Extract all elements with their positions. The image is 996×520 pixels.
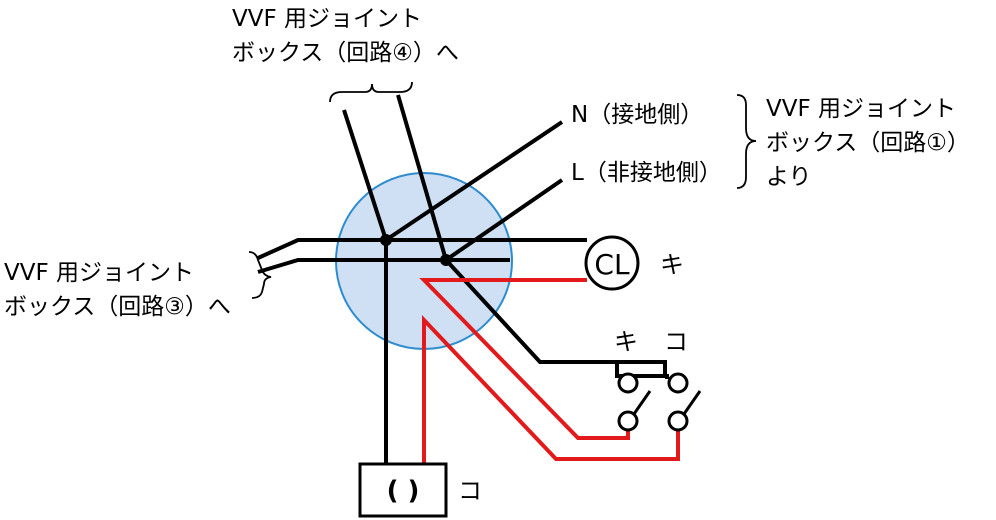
outlet-box bbox=[358, 462, 448, 518]
switch-ki-top bbox=[617, 372, 639, 394]
n-label: N（接地側） bbox=[571, 102, 703, 128]
top-box-line1: VVF 用ジョイント bbox=[232, 6, 422, 32]
switches bbox=[617, 372, 702, 432]
ceiling-light-symbol bbox=[584, 235, 640, 291]
switch-tag-ko: コ bbox=[664, 328, 688, 356]
left-box-line1: VVF 用ジョイント bbox=[4, 260, 194, 286]
left-box-line2: ボックス（回路③）へ bbox=[4, 294, 231, 320]
node-l bbox=[440, 254, 452, 266]
right-box-line1: VVF 用ジョイント bbox=[766, 96, 956, 122]
right-box-line2: ボックス（回路①） bbox=[766, 130, 970, 156]
wire-switch-common bbox=[617, 360, 667, 376]
wire-l-in bbox=[444, 178, 564, 262]
l-label: L（非接地側） bbox=[571, 160, 722, 186]
node-n bbox=[380, 234, 392, 246]
wire-outlet-red bbox=[422, 314, 680, 464]
switch-tag-ki: キ bbox=[614, 328, 638, 356]
top-brace bbox=[329, 81, 413, 103]
top-box-line2: ボックス（回路④）へ bbox=[232, 40, 459, 66]
outlet-symbol: ( ) bbox=[387, 476, 420, 506]
wire-switch-black bbox=[444, 258, 669, 379]
red-wires bbox=[419, 278, 680, 464]
left-brace bbox=[248, 251, 272, 299]
wire-cl-red bbox=[419, 278, 630, 440]
ceiling-light-label: CL bbox=[594, 248, 630, 281]
switch-ko-top bbox=[667, 372, 689, 394]
wire-left-lower bbox=[257, 258, 446, 274]
wire-n-in bbox=[384, 120, 564, 242]
outlet-tag: コ bbox=[458, 477, 482, 505]
ceiling-light-tag: キ bbox=[660, 251, 684, 279]
switch-ki-blade bbox=[632, 390, 652, 415]
right-box-line3: より bbox=[766, 164, 812, 190]
right-brace bbox=[736, 94, 757, 189]
wire-top-right bbox=[396, 94, 448, 261]
switch-ki-bottom bbox=[617, 410, 639, 432]
black-wires bbox=[257, 94, 669, 464]
switch-ko-blade bbox=[682, 390, 702, 415]
wire-left-upper bbox=[257, 238, 587, 260]
switch-ko-bottom bbox=[667, 410, 689, 432]
wire-top-left bbox=[342, 109, 388, 241]
